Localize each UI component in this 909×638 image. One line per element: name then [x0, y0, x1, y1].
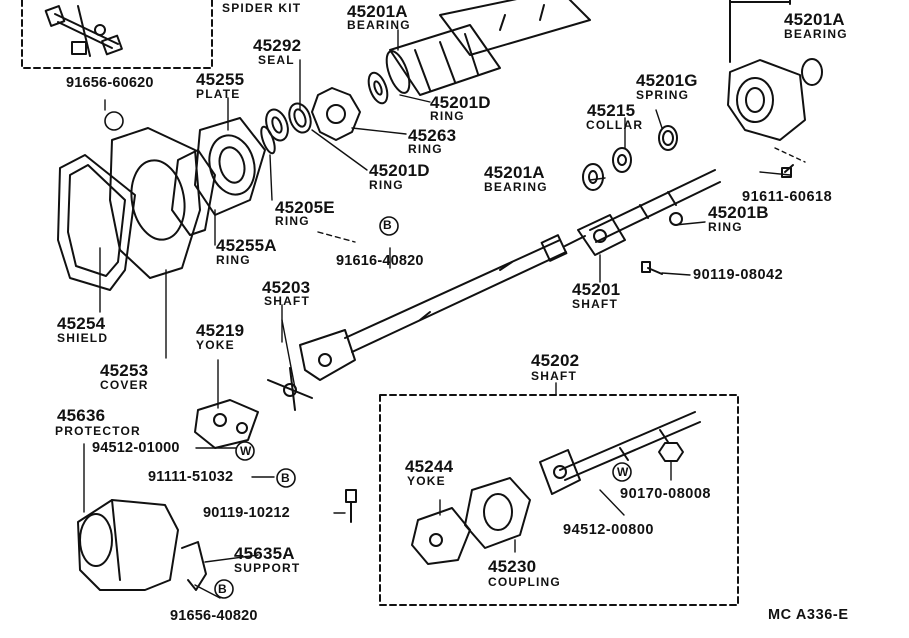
- seal-45292: [265, 108, 289, 142]
- part-91656-40820: 91656-40820: [170, 608, 258, 624]
- part-45255-name: PLATE: [196, 87, 241, 101]
- ring-45201D: [288, 102, 312, 134]
- plate-45255: [194, 117, 266, 216]
- part-45254-name: SHIELD: [57, 331, 109, 345]
- part-45203-name: SHAFT: [264, 294, 310, 308]
- support-45635A: [181, 541, 207, 591]
- yoke-45219: [299, 329, 356, 381]
- part-45201D-a-name: RING: [430, 109, 465, 123]
- part-45201G-number: 45201G: [636, 71, 698, 90]
- part-45253-name: COVER: [100, 378, 149, 392]
- part-45205E-name: RING: [275, 214, 310, 228]
- part-45201B-number: 45201B: [708, 203, 769, 222]
- part-45255A-name: RING: [216, 253, 251, 267]
- part-45215-name: COLLAR: [586, 118, 644, 132]
- shield-45254: [57, 154, 136, 291]
- part-45202-number: 45202: [531, 351, 580, 370]
- bolt-90119-10212: [345, 489, 357, 523]
- symbol-b-91616: B: [383, 218, 393, 232]
- bolt-90119-08042: [641, 261, 663, 275]
- part-45263-name: RING: [408, 142, 443, 156]
- part-45263-number: 45263: [408, 126, 457, 145]
- part-45201D-b-number: 45201D: [369, 161, 430, 180]
- part-45292-number: 45292: [253, 36, 302, 55]
- part-45215-number: 45215: [587, 101, 636, 120]
- part-45203-number: 45203: [262, 278, 311, 297]
- part-90119-08042: 90119-08042: [693, 267, 784, 283]
- bolt-91611-60618: [781, 164, 794, 178]
- part-45636-number: 45636: [57, 406, 106, 425]
- part-45201A-right-number: 45201A: [784, 10, 845, 29]
- part-45219-name: YOKE: [196, 338, 235, 352]
- spider-kit-label: SPIDER KIT: [222, 1, 302, 15]
- part-90119-10212: 90119-10212: [203, 505, 290, 521]
- nut-90170-08008: [658, 442, 684, 462]
- ring-45201B: [669, 212, 683, 226]
- shaft-45201: [577, 169, 721, 256]
- part-91616-40820: 91616-40820: [336, 253, 424, 269]
- part-45292-name: SEAL: [258, 53, 295, 67]
- collar-45215: [612, 147, 632, 173]
- shaft-45202-box: [379, 394, 739, 606]
- part-91111-51032: 91111-51032: [148, 469, 234, 485]
- diagram-code: MC A336-E: [768, 607, 849, 623]
- part-45201A-top-name: BEARING: [347, 18, 411, 32]
- leader-lines: [83, 29, 806, 599]
- part-91611-60618: 91611-60618: [742, 189, 833, 205]
- part-45230-name: COUPLING: [488, 575, 561, 589]
- part-45230-number: 45230: [488, 557, 537, 576]
- bearing-45201A-mid: [582, 163, 604, 191]
- shaft-45203: [344, 234, 586, 353]
- part-45244-number: 45244: [405, 457, 454, 476]
- part-45255-number: 45255: [196, 70, 245, 89]
- part-94512-00800: 94512-00800: [563, 522, 654, 538]
- part-45253-number: 45253: [100, 361, 149, 380]
- part-45201D-a-number: 45201D: [430, 93, 491, 112]
- part-45255A-number: 45255A: [216, 236, 277, 255]
- part-90170-08008: 90170-08008: [620, 486, 711, 502]
- symbol-w-94512-00800: W: [617, 465, 630, 479]
- symbol-b-91111: B: [281, 471, 291, 485]
- part-45201D-b-name: RING: [369, 178, 404, 192]
- part-45201-number: 45201: [572, 280, 621, 299]
- cover-45253: [109, 127, 201, 279]
- part-45201A-right-name: BEARING: [784, 27, 848, 41]
- part-45635A-number: 45635A: [234, 544, 295, 563]
- part-45636-name: PROTECTOR: [55, 424, 141, 438]
- upper-shaft-tube: [367, 0, 591, 105]
- part-45201A-mid-name: BEARING: [484, 180, 548, 194]
- part-45205E-number: 45205E: [275, 198, 335, 217]
- part-94512-01000: 94512-01000: [92, 440, 180, 456]
- part-91656-60620: 91656-60620: [66, 75, 154, 91]
- ring-45255A: [171, 149, 216, 236]
- part-45244-name: YOKE: [407, 474, 446, 488]
- spider-kit-cross-icon: [44, 5, 123, 57]
- coupling-45230: [464, 477, 531, 549]
- yoke-lower-45219: [194, 399, 259, 449]
- part-45202-name: SHAFT: [531, 369, 577, 383]
- part-45201B-name: RING: [708, 220, 743, 234]
- yoke-45244: [411, 507, 471, 565]
- shaft-45202: [539, 411, 701, 495]
- spring-45201G: [658, 125, 678, 151]
- symbol-circles: [104, 111, 632, 599]
- part-45201A-mid-number: 45201A: [484, 163, 545, 182]
- part-45201A-top-number: 45201A: [347, 2, 408, 21]
- symbol-w-94512-01000: W: [240, 444, 253, 458]
- part-45219-number: 45219: [196, 321, 245, 340]
- part-45254-number: 45254: [57, 314, 106, 333]
- spider-cross-45203: [267, 367, 313, 411]
- part-45635A-name: SUPPORT: [234, 561, 301, 575]
- housing-45201A-right: [727, 0, 823, 141]
- symbol-b-91656: B: [218, 582, 228, 596]
- spider-kit-box: [21, 0, 213, 69]
- ring-45205E: [260, 125, 276, 155]
- ring-45263: [311, 87, 361, 141]
- part-45201G-name: SPRING: [636, 88, 690, 102]
- protector-45636: [77, 499, 179, 591]
- part-45201-name: SHAFT: [572, 297, 618, 311]
